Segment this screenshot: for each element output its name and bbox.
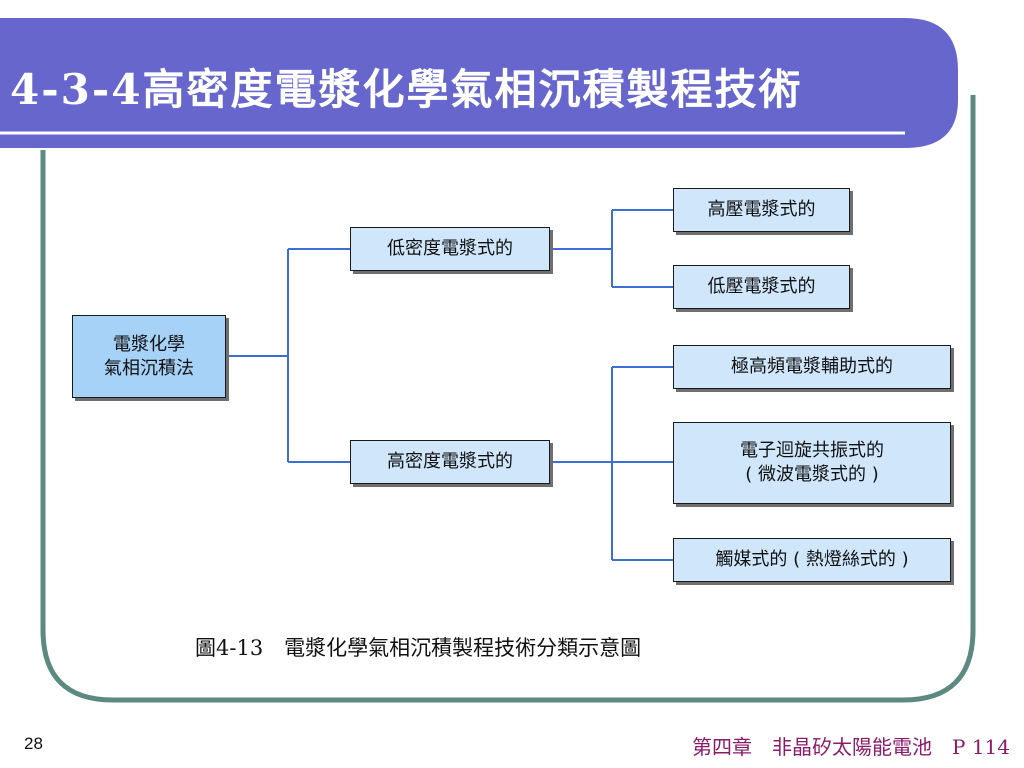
node-ecr-line2: ( 微波電漿式的 ) — [745, 464, 879, 485]
node-vhf-assisted-label: 極高頻電漿輔助式的 — [731, 356, 893, 377]
node-high-pressure-label: 高壓電漿式的 — [707, 199, 816, 220]
node-low-pressure-label: 低壓電漿式的 — [707, 276, 816, 297]
slide-title: 4-3-4高密度電漿化學氣相沉積製程技術 — [10, 65, 803, 114]
node-ecr-line1: 電子迴旋共振式的 — [740, 440, 884, 461]
node-plasma-cvd-line1: 電漿化學 — [113, 333, 185, 355]
node-high-density: 高密度電漿式的 — [350, 440, 550, 484]
node-vhf-assisted: 極高頻電漿輔助式的 — [673, 345, 951, 389]
node-high-density-label: 高密度電漿式的 — [387, 451, 513, 472]
footer-chapter-page: 第四章 非晶矽太陽能電池 P 114 — [692, 735, 1010, 759]
node-low-pressure: 低壓電漿式的 — [673, 265, 850, 309]
node-ecr: 電子迴旋共振式的 ( 微波電漿式的 ) — [673, 422, 951, 504]
slide-number: 28 — [24, 734, 43, 753]
node-plasma-cvd-line2: 氣相沉積法 — [104, 357, 194, 379]
node-catalytic: 觸媒式的 ( 熱燈絲式的 ) — [673, 538, 951, 582]
title-banner — [0, 18, 958, 148]
node-catalytic-label: 觸媒式的 ( 熱燈絲式的 ) — [715, 549, 909, 570]
content-frame — [40, 95, 976, 703]
node-high-pressure: 高壓電漿式的 — [673, 188, 850, 232]
node-low-density: 低密度電漿式的 — [350, 227, 550, 271]
figure-caption: 圖4-13 電漿化學氣相沉積製程技術分類示意圖 — [195, 636, 642, 660]
node-plasma-cvd: 電漿化學 氣相沉積法 — [72, 315, 226, 398]
node-low-density-label: 低密度電漿式的 — [387, 238, 513, 259]
connector-lines — [226, 209, 673, 561]
